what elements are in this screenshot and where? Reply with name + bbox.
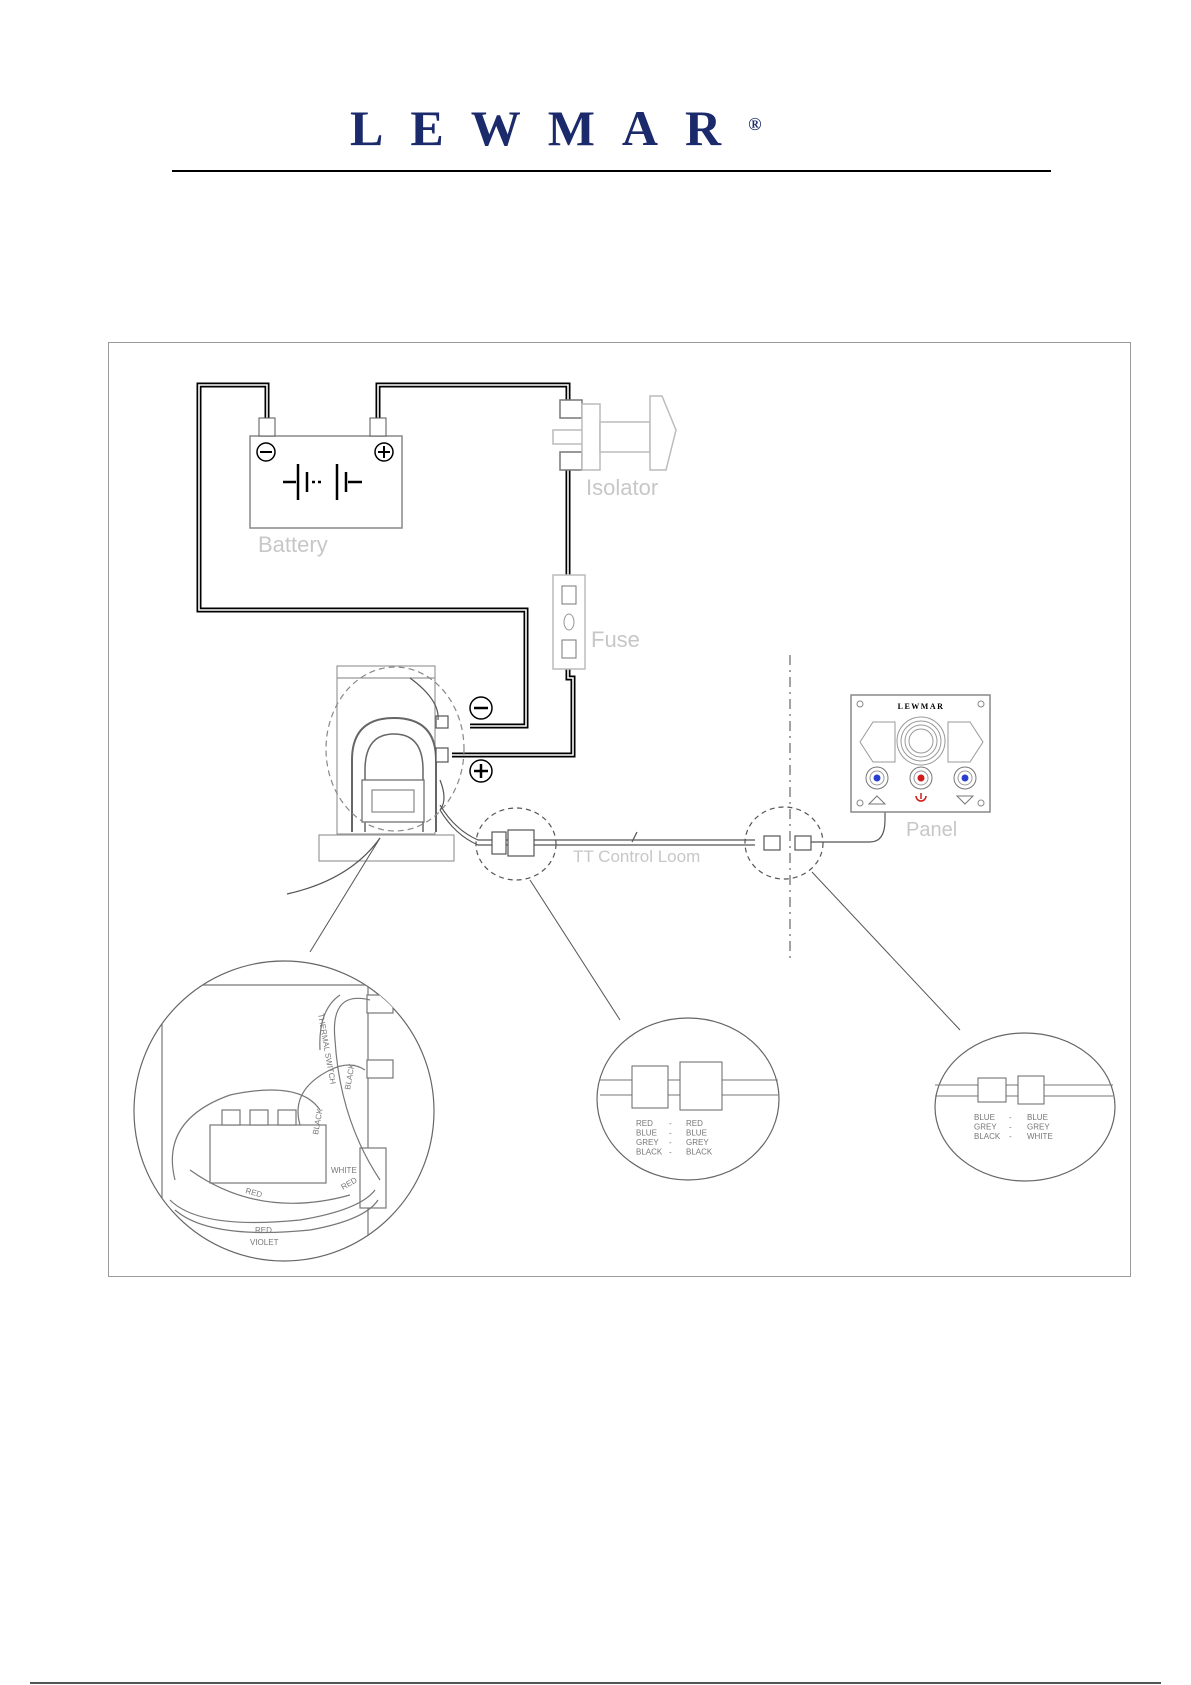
loom-connector-row-0-col-1: - xyxy=(669,1119,672,1128)
isolator-label: Isolator xyxy=(586,475,658,500)
loom-connector-row-3-col-2: BLACK xyxy=(686,1148,713,1157)
loom-connector-row-3-col-1: - xyxy=(669,1148,672,1157)
loom-connector-row-1-col-0: BLUE xyxy=(636,1129,657,1138)
power-button-icon xyxy=(910,767,932,789)
loom-connector-row-0-col-0: RED xyxy=(636,1119,653,1128)
panel-connector-row-1-col-0: GREY xyxy=(974,1123,997,1132)
panel-brand: LEWMAR xyxy=(898,702,945,711)
panel-connector-row-0-col-2: BLUE xyxy=(1027,1113,1048,1122)
loom-connector-row-2-col-2: GREY xyxy=(686,1138,709,1147)
loom-connector-row-1-col-1: - xyxy=(669,1129,672,1138)
fuse-label: Fuse xyxy=(591,627,640,652)
thruster-motor xyxy=(287,666,492,894)
control-loom: TT Control Loom xyxy=(440,655,885,960)
svg-text:WHITE: WHITE xyxy=(331,1166,357,1175)
panel-connector-row-0-col-0: BLUE xyxy=(974,1113,995,1122)
control-panel: LEWMAR Panel xyxy=(851,695,990,841)
leader-lines xyxy=(310,838,960,1030)
loom-connector-row-0-col-2: RED xyxy=(686,1119,703,1128)
panel-connector-row-1-col-1: - xyxy=(1009,1123,1012,1132)
loom-connector-row-1-col-2: BLUE xyxy=(686,1129,707,1138)
footer-rule xyxy=(30,1682,1161,1684)
panel-label: Panel xyxy=(906,819,957,841)
panel-connector-row-2-col-2: WHITE xyxy=(1027,1132,1053,1141)
panel-connector-row-2-col-0: BLACK xyxy=(974,1132,1001,1141)
panel-connector-row-1-col-2: GREY xyxy=(1027,1123,1050,1132)
panel-connector-row-2-col-1: - xyxy=(1009,1132,1012,1141)
down-button-icon xyxy=(954,767,976,789)
svg-text:VIOLET: VIOLET xyxy=(250,1238,279,1247)
loom-connector-row-2-col-1: - xyxy=(669,1138,672,1147)
panel-connector-row-0-col-1: - xyxy=(1009,1113,1012,1122)
detail-motor-wiring: THERMAL SWITCH BLACK BLACK WHITE RED RED… xyxy=(134,960,434,1270)
loom-label: TT Control Loom xyxy=(573,847,700,866)
fuse: Fuse xyxy=(553,575,640,669)
loom-connector-row-3-col-0: BLACK xyxy=(636,1148,663,1157)
isolator: Isolator xyxy=(553,396,676,500)
battery: Battery xyxy=(250,418,402,557)
svg-text:RED: RED xyxy=(255,1226,272,1235)
loom-connector-row-2-col-0: GREY xyxy=(636,1138,659,1147)
positive-cable xyxy=(378,385,568,418)
battery-label: Battery xyxy=(258,532,328,557)
up-button-icon xyxy=(866,767,888,789)
